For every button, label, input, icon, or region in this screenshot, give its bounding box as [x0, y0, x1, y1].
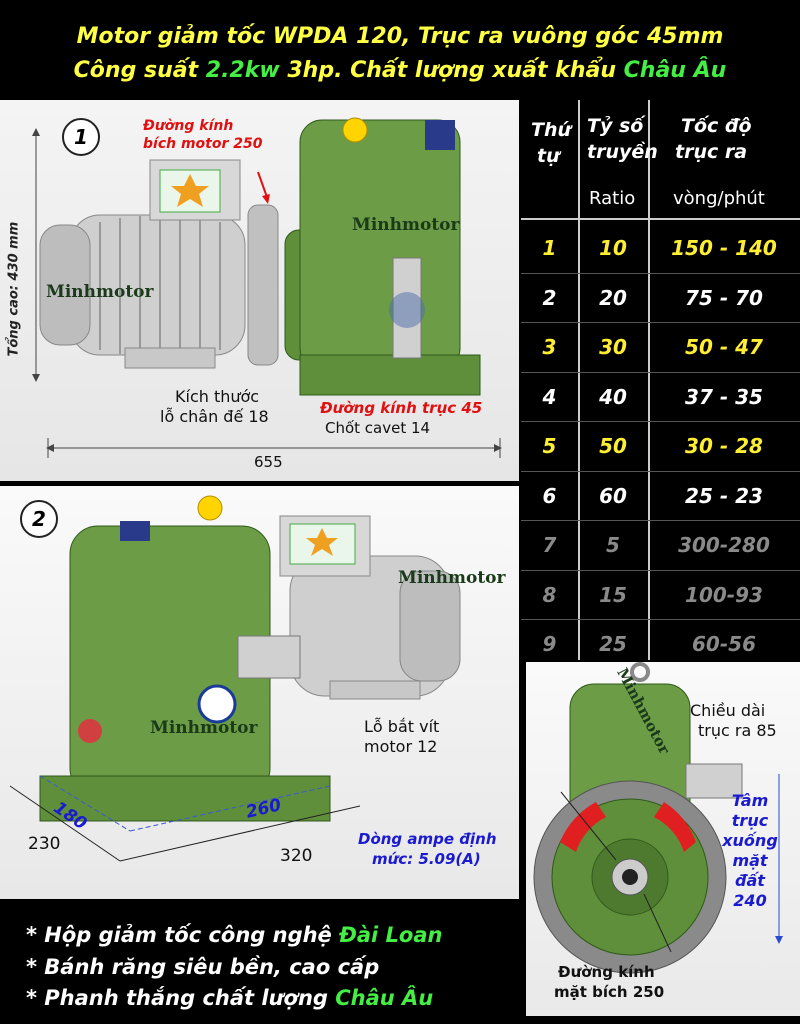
row-ratio: 40 [599, 384, 627, 409]
feature-gears: * Bánh răng siêu bền, cao cấp [26, 955, 380, 979]
feature-taiwan-text: * Hộp giảm tốc công nghệ [26, 923, 340, 947]
center-height-l1: Tâm [731, 791, 769, 810]
row-order: 5 [542, 434, 557, 458]
row-order: 9 [542, 632, 557, 656]
watermark-motor: Minhmotor [46, 282, 154, 302]
row-speed: 50 - 47 [685, 335, 763, 359]
feature-brake-text: * Phanh thắng chất lượng [26, 986, 336, 1010]
motor-illustration-side [32, 117, 502, 458]
amp-label-2: mức: 5.09(A) [372, 850, 481, 868]
row-speed: 100-93 [685, 582, 763, 607]
shaft-length-label-2: trục ra 85 [698, 721, 777, 740]
subheader-speed: vòng/phút [673, 188, 765, 209]
col-header-speed-2: trục ra [675, 141, 748, 163]
row-order: 3 [542, 335, 557, 359]
col-header-order-1: Thứ [531, 119, 572, 141]
dim-230: 230 [28, 834, 61, 854]
bolt-hole-label-2: motor 12 [364, 737, 438, 756]
shaft-diameter-label: Đường kính trục 45 [320, 399, 483, 417]
watermark-angle-2: Minhmotor [150, 718, 258, 738]
row-speed: 150 - 140 [671, 236, 777, 260]
col-header-ratio-2: truyền [587, 141, 658, 163]
center-height-l2: trục [731, 811, 769, 830]
row-ratio: 50 [599, 434, 627, 458]
header-text-b: 3hp. Chất lượng xuất khẩu [279, 58, 624, 83]
feature-brake-highlight: Châu Âu [335, 986, 434, 1010]
watermark-gearbox: Minhmotor [352, 215, 460, 235]
header-text-a: Công suất [73, 58, 206, 83]
row-ratio: 30 [599, 335, 627, 359]
height-label: Tổng cao: 430 mm [6, 221, 22, 357]
row-order: 1 [542, 236, 557, 260]
row-ratio: 25 [599, 632, 627, 656]
row-ratio: 20 [599, 285, 627, 310]
product-photo-side: 1 Tổng cao: 430 mm Đường kính bích motor… [0, 100, 519, 481]
shaft-length-label-1: Chiều dài [690, 701, 766, 720]
bolt-hole-label-1: Lỗ bắt vít [364, 717, 440, 736]
center-height-l6: 240 [733, 891, 767, 910]
motor-flange-label-2: bích motor 250 [143, 136, 263, 152]
key-label: Chốt cavet 14 [325, 419, 431, 437]
subheader-ratio: Ratio [589, 188, 636, 209]
row-ratio: 5 [606, 533, 620, 557]
badge-2: 2 [20, 500, 58, 538]
center-height-l5: đất [735, 871, 765, 890]
row-speed: 25 - 23 [685, 483, 763, 508]
row-ratio: 15 [599, 582, 627, 607]
header-region: Châu Âu [623, 58, 727, 83]
row-order: 8 [542, 582, 557, 607]
flange-face-label-2: mặt bích 250 [554, 983, 665, 1001]
header-power: 2.2kw [205, 58, 280, 83]
row-speed: 37 - 35 [685, 384, 763, 409]
motor-flange-label-1: Đường kính [143, 118, 234, 134]
length-label: 655 [254, 453, 283, 471]
product-photo-angle: 2 Minhmotor Minhmotor Lỗ bắt vít motor 1… [0, 486, 519, 899]
center-height-l4: mặt [732, 851, 768, 870]
header-line-1: Motor giảm tốc WPDA 120, Trục ra vuông g… [76, 24, 724, 49]
header-line-2: Công suất 2.2kw 3hp. Chất lượng xuất khẩ… [0, 58, 800, 83]
motor-illustration-angle [9, 495, 461, 862]
amp-label-1: Dòng ampe định [358, 830, 497, 848]
row-speed: 75 - 70 [685, 285, 763, 310]
row-order: 4 [542, 384, 557, 409]
foot-hole-label-1: Kích thước [175, 387, 260, 406]
row-ratio: 10 [599, 236, 627, 260]
row-speed: 30 - 28 [685, 434, 763, 458]
col-header-ratio-1: Tỷ số [587, 115, 644, 137]
row-order: 2 [542, 285, 557, 310]
row-speed: 300-280 [678, 533, 770, 557]
col-header-order-2: tự [537, 145, 560, 167]
product-photo-front: Minhmotor Chiều dài trục ra 85 Tâm trục … [526, 662, 800, 1016]
watermark-angle-1: Minhmotor [398, 568, 506, 588]
motor-illustration-front [533, 662, 783, 974]
ratio-table: Thứ tự Tỷ số truyền Tốc độ trục ra Ratio… [521, 100, 800, 660]
col-header-speed-1: Tốc độ [681, 115, 752, 137]
row-ratio: 60 [599, 483, 627, 508]
dim-320: 320 [280, 846, 313, 866]
feature-taiwan: * Hộp giảm tốc công nghệ Đài Loan [26, 923, 442, 947]
row-speed: 60-56 [692, 632, 756, 656]
flange-face-label-1: Đường kính [558, 963, 655, 981]
row-order: 7 [542, 533, 557, 557]
feature-taiwan-highlight: Đài Loan [339, 923, 443, 947]
badge-1: 1 [62, 118, 100, 156]
center-height-l3: xuống [722, 831, 778, 850]
foot-hole-label-2: lỗ chân đế 18 [160, 407, 269, 426]
feature-brake: * Phanh thắng chất lượng Châu Âu [26, 986, 433, 1010]
row-order: 6 [542, 483, 557, 508]
